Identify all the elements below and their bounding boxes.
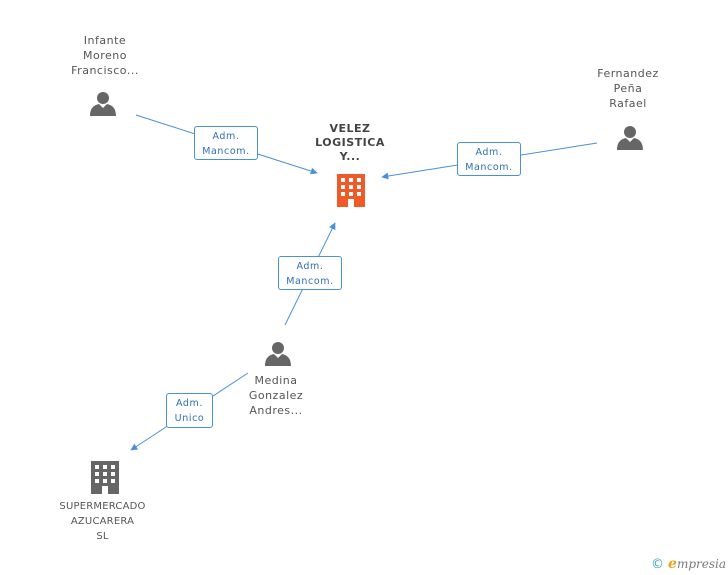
center-company-name[interactable]: VELEZ LOGISTICA Y... [305, 122, 395, 164]
copyright-icon: © [651, 557, 665, 572]
person-icon[interactable] [617, 126, 643, 150]
edge-label-line: Adm. [212, 131, 240, 142]
edge-label-medina-company[interactable]: Adm. Unico [166, 393, 213, 428]
person-name-line: Gonzalez [248, 389, 304, 402]
company-name-line: AZUCARERA [70, 516, 135, 527]
edge-label-medina-center[interactable]: Adm. Mancom. [278, 256, 342, 290]
person-name-line: Rafael [609, 97, 647, 110]
person-name-medina[interactable]: Medina Gonzalez Andres... [226, 373, 326, 418]
brand-logo-text: mpresia [676, 557, 726, 571]
person-name-line: Fernandez [597, 67, 659, 80]
edge-label-line: Unico [174, 413, 205, 424]
edge-label-line: Mancom. [202, 146, 250, 157]
person-name-line: Moreno [83, 49, 127, 62]
person-name-line: Andres... [249, 404, 303, 417]
edge-label-line: Mancom. [286, 276, 334, 287]
person-name-line: Peña [613, 82, 643, 95]
brand-logo-letter: e [668, 556, 677, 572]
center-name-line: LOGISTICA [315, 136, 385, 149]
person-name-line: Infante [83, 34, 127, 47]
center-name-line: Y... [339, 150, 361, 163]
company-name-line: SL [96, 531, 109, 542]
company-building-icon[interactable] [91, 461, 119, 494]
edge-label-line: Adm. [175, 398, 204, 409]
company-name-supermercado[interactable]: SUPERMERCADO AZUCARERA SL [45, 499, 160, 544]
person-name-line: Francisco... [71, 64, 139, 77]
person-name-line: Medina [254, 374, 298, 387]
empresia-brand[interactable]: ©empresia [651, 556, 726, 572]
edge-label-line: Adm. [475, 147, 503, 158]
person-icon[interactable] [90, 92, 116, 116]
edge-label-infante-center[interactable]: Adm. Mancom. [194, 126, 258, 160]
person-name-infante[interactable]: Infante Moreno Francisco... [55, 33, 155, 78]
person-icon[interactable] [265, 342, 291, 366]
company-name-line: SUPERMERCADO [59, 501, 146, 512]
center-name-line: VELEZ [329, 122, 371, 135]
company-building-icon-center[interactable] [337, 174, 365, 207]
person-name-fernandez[interactable]: Fernandez Peña Rafael [578, 66, 678, 111]
edge-label-fernandez-center[interactable]: Adm. Mancom. [457, 142, 521, 176]
edge-label-line: Adm. [296, 261, 324, 272]
edge-label-line: Mancom. [465, 162, 513, 173]
